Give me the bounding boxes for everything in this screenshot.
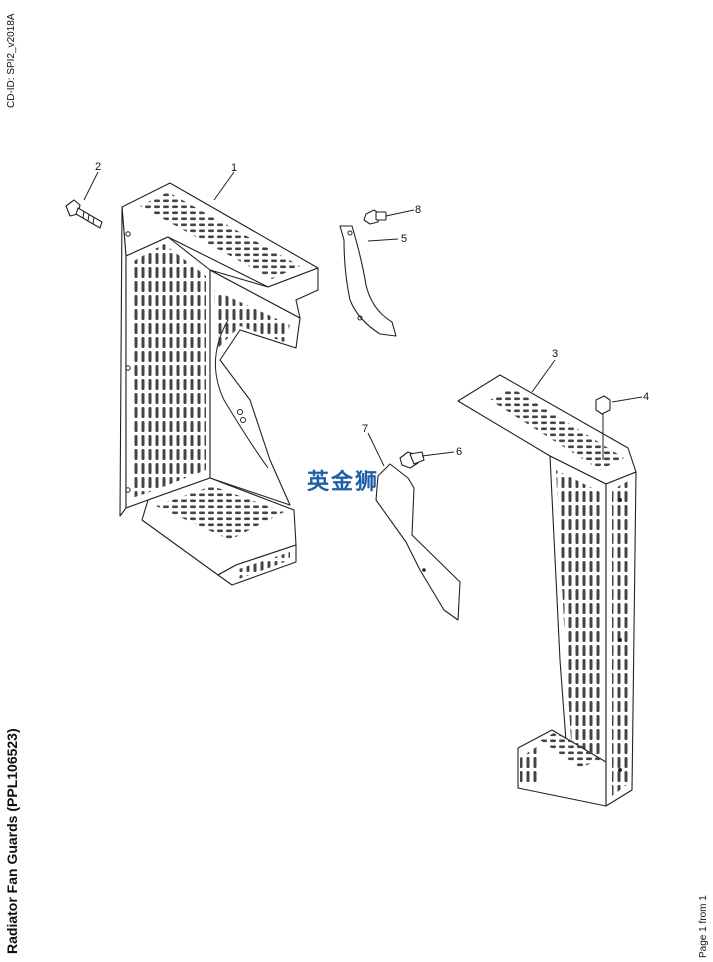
callout-2: 2	[95, 161, 101, 173]
leader-lines	[83, 171, 643, 467]
watermark: 英金狮	[307, 469, 379, 495]
bolt-item-8	[363, 209, 387, 225]
nut-item-6	[399, 451, 425, 469]
plate-item-7	[375, 463, 461, 621]
callout-6: 6	[456, 446, 462, 458]
callout-labels: 1 2 3 4 5 6 7 8	[95, 161, 649, 458]
bolt-item-2	[65, 199, 103, 229]
fan-guard-right	[457, 374, 637, 807]
callout-7: 7	[362, 423, 368, 435]
bracket-item-5	[339, 225, 397, 337]
bolt-item-4	[595, 395, 611, 460]
callout-3: 3	[552, 348, 558, 360]
fan-guard-left	[119, 182, 319, 586]
callout-4: 4	[643, 391, 649, 403]
callout-5: 5	[401, 233, 407, 245]
callout-1: 1	[231, 162, 237, 174]
callout-8: 8	[415, 204, 421, 216]
